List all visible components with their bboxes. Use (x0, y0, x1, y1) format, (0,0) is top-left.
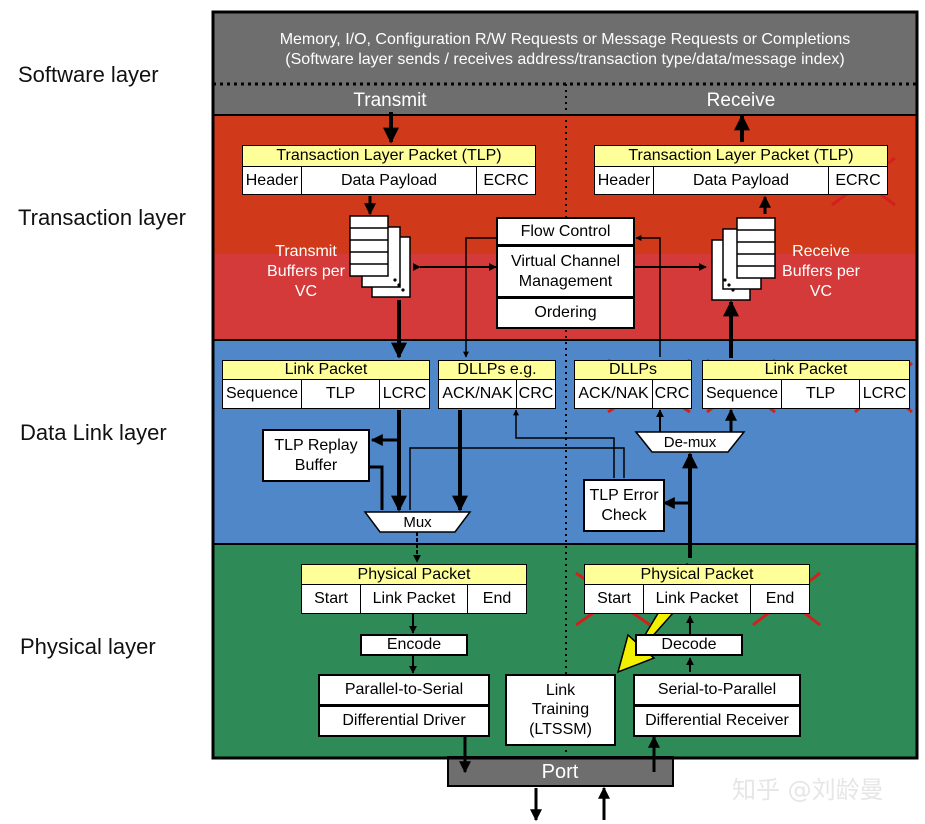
rx-sequence: Sequence (702, 379, 782, 409)
rx-ack-nak: ACK/NAK (574, 379, 653, 409)
datalink-layer-label: Data Link layer (20, 420, 167, 445)
rx-tlp-ecrc: ECRC (828, 166, 888, 195)
rx-lcrc: LCRC (859, 379, 910, 409)
ordering-box: Ordering (496, 297, 635, 329)
rx-tlp-title: Transaction Layer Packet (TLP) (594, 145, 888, 167)
parallel-to-serial: Parallel-to-Serial (318, 674, 490, 706)
rx-tlp-payload: Data Payload (653, 166, 829, 195)
transmit-label: Transmit (353, 90, 427, 111)
differential-receiver: Differential Receiver (633, 705, 801, 737)
tx-start: Start (301, 584, 361, 614)
port-label: Port (541, 761, 579, 783)
differential-driver: Differential Driver (318, 705, 490, 737)
tx-tlp-title: Transaction Layer Packet (TLP) (242, 145, 536, 167)
tx-link-packet-title: Link Packet (222, 360, 430, 380)
encode-box: Encode (360, 634, 468, 656)
link-training: Link Training (LTSSM) (505, 674, 616, 746)
vc-management-box: Virtual Channel Management (496, 245, 635, 298)
rx-end: End (750, 584, 810, 614)
tx-physical-packet-title: Physical Packet (301, 564, 527, 585)
software-line2: (Software layer sends / receives address… (285, 51, 845, 68)
tx-buffers-label: Transmit Buffers per VC (267, 243, 345, 300)
tx-ack-nak: ACK/NAK (438, 379, 517, 409)
transmit-buffer-stack (349, 215, 411, 298)
physical-layer-label: Physical layer (20, 634, 156, 659)
tx-crc: CRC (516, 379, 556, 409)
rx-buffers-label: Receive Buffers per VC (782, 243, 860, 300)
tlp-error-check: TLP Error Check (583, 479, 665, 532)
tx-tlp-header: Header (242, 166, 302, 195)
tx-sequence: Sequence (222, 379, 302, 409)
tx-phys-link-packet: Link Packet (360, 584, 468, 614)
tx-tlp-ecrc: ECRC (476, 166, 536, 195)
demux-label: De-mux (663, 434, 717, 451)
serial-to-parallel: Serial-to-Parallel (633, 674, 801, 706)
tx-tlp: TLP (301, 379, 380, 409)
flow-control-box: Flow Control (496, 217, 635, 246)
software-layer-label: Software layer (18, 62, 159, 87)
receive-label: Receive (706, 90, 776, 111)
rx-tlp: TLP (781, 379, 860, 409)
mux-label: Mux (403, 514, 432, 531)
tx-tlp-payload: Data Payload (301, 166, 477, 195)
rx-phys-link-packet: Link Packet (643, 584, 751, 614)
software-line1: Memory, I/O, Configuration R/W Requests … (279, 31, 851, 48)
tx-dllps-title: DLLPs e.g. (438, 360, 556, 380)
tlp-replay-buffer: TLP Replay Buffer (262, 429, 370, 482)
rx-link-packet-title: Link Packet (702, 360, 910, 380)
tx-lcrc: LCRC (379, 379, 430, 409)
transaction-layer-label: Transaction layer (18, 205, 186, 230)
watermark: 知乎 @刘龄曼 (732, 776, 884, 804)
rx-crc: CRC (652, 379, 692, 409)
decode-box: Decode (635, 634, 743, 656)
rx-tlp-header: Header (594, 166, 654, 195)
rx-physical-packet-title: Physical Packet (584, 564, 810, 585)
receive-buffer-stack (711, 217, 776, 301)
rx-dllps-title: DLLPs (574, 360, 692, 380)
tx-end: End (467, 584, 527, 614)
rx-start: Start (584, 584, 644, 614)
